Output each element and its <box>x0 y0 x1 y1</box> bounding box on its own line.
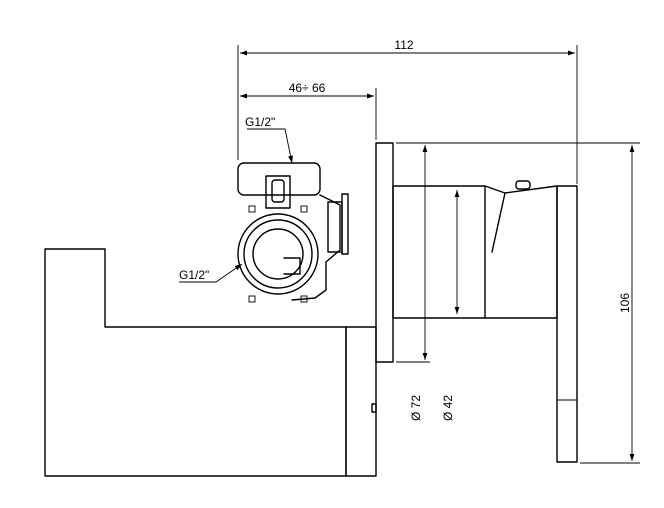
handle-lever <box>484 185 506 253</box>
top-inlet-bore <box>271 179 285 203</box>
side-inlet-lug-bl <box>248 295 256 303</box>
handle-body <box>484 185 558 319</box>
side-inlet-lug-br <box>300 295 308 303</box>
top-inlet-port <box>265 175 291 209</box>
wall-insert <box>345 326 377 477</box>
valve-body-top <box>237 162 321 196</box>
dim-label-106: 106 <box>618 293 632 313</box>
leader-side-inlet <box>179 263 243 283</box>
wall-plate <box>375 142 394 363</box>
side-inlet-key <box>283 257 301 275</box>
side-inlet-outer-ring <box>237 213 319 295</box>
dim-label-112: 112 <box>394 38 413 52</box>
handle-side-plate <box>556 185 578 463</box>
wall-outline <box>44 248 347 477</box>
side-inlet-lug-tr <box>300 205 308 213</box>
valve-collar <box>341 193 349 255</box>
side-inlet-bore <box>252 228 304 280</box>
side-inlet-lug-tl <box>248 205 256 213</box>
label-top-inlet: G1/2" <box>245 115 275 129</box>
leader-top-inlet <box>247 128 294 164</box>
dim-label-d42: Ø 42 <box>441 395 455 421</box>
handle-indicator <box>515 180 531 190</box>
cartridge-body <box>392 185 486 319</box>
label-side-inlet: G1/2" <box>179 268 209 282</box>
side-inlet-ring <box>243 219 313 289</box>
wall-notch <box>371 403 377 413</box>
dim-label-d72: Ø 72 <box>409 395 423 421</box>
valve-body-lower <box>291 194 341 301</box>
dim-label-mount-depth: 46÷ 66 <box>289 81 326 95</box>
